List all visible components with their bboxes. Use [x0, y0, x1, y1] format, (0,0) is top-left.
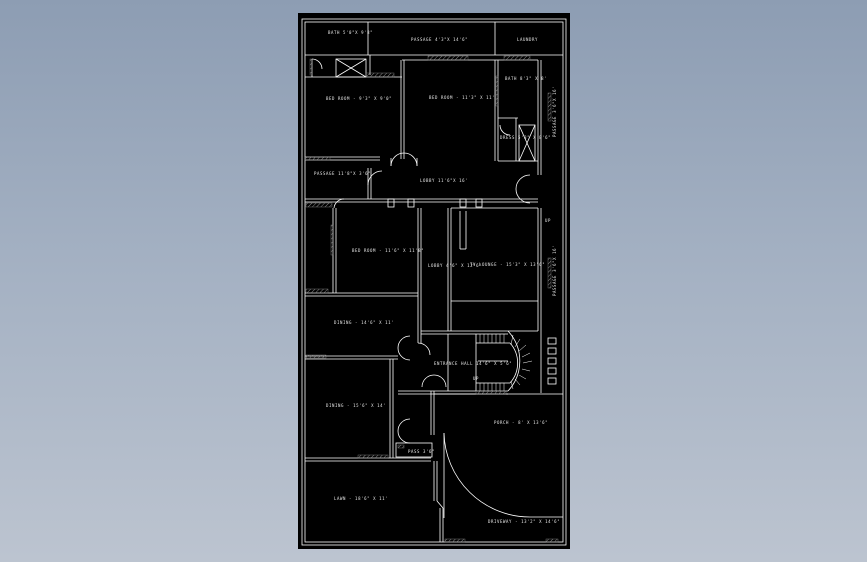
outer-wall-inner — [304, 21, 564, 543]
floor-plan-svg: BATH 5'0"X 9'8" PASSAGE 4'3"X 14'6" LAUN… — [301, 18, 567, 546]
label-pass: PASS 3'6" — [408, 449, 435, 454]
label-entrance-hall: ENTRANCE HALL 14'6" X 5'6" — [434, 361, 512, 366]
hatched-walls — [304, 55, 559, 543]
label-passage-left: PASSAGE 11'8"X 3'6" — [314, 171, 371, 176]
label-dining-lower: DINING - 15'6" X 14' — [326, 403, 386, 408]
label-lawn: LAWN - 18'6" X 11' — [334, 496, 388, 501]
label-lobby-upper: LOBBY 11'6"X 16' — [420, 178, 468, 183]
label-tv-lounge: TV LOUNGE - 15'3" X 13'6" — [470, 262, 545, 267]
label-bath-top-left: BATH 5'0"X 9'8" — [328, 30, 373, 35]
label-up-right: UP — [545, 218, 551, 223]
outer-wall — [301, 18, 567, 546]
label-driveway: DRIVEWAY - 13'2" X 14'6" — [488, 519, 560, 524]
label-passage-right-top: PASSAGE 3'6"X 16' — [552, 86, 557, 137]
label-laundry: LAUNDRY — [517, 37, 538, 42]
label-bath-right: BATH 8'3" X 8' — [505, 76, 547, 81]
label-porch: PORCH - 8' X 13'6" — [494, 420, 548, 425]
label-bed-room-mid: BED ROOM - 11'6" X 11'8" — [352, 248, 424, 253]
walls — [301, 18, 567, 546]
room-labels: BATH 5'0"X 9'8" PASSAGE 4'3"X 14'6" LAUN… — [314, 30, 560, 524]
floor-plan-drawing[interactable]: BATH 5'0"X 9'8" PASSAGE 4'3"X 14'6" LAUN… — [298, 13, 570, 549]
label-passage-top: PASSAGE 4'3"X 14'6" — [411, 37, 468, 42]
label-dining-upper: DINING - 14'6" X 11' — [334, 320, 394, 325]
label-lobby-mid: LOBBY 4'6" X 12'6" — [428, 263, 482, 268]
label-bed-room-center: BED ROOM - 11'3" X 11' — [429, 95, 495, 100]
label-bed-room-left: BED ROOM - 9'3" X 9'0" — [326, 96, 392, 101]
label-dress: DRESS 5'3" X 8'6" — [500, 135, 551, 140]
label-up-stair: UP — [473, 376, 479, 381]
label-passage-right-mid: PASSAGE 3'6"X 16' — [552, 245, 557, 296]
